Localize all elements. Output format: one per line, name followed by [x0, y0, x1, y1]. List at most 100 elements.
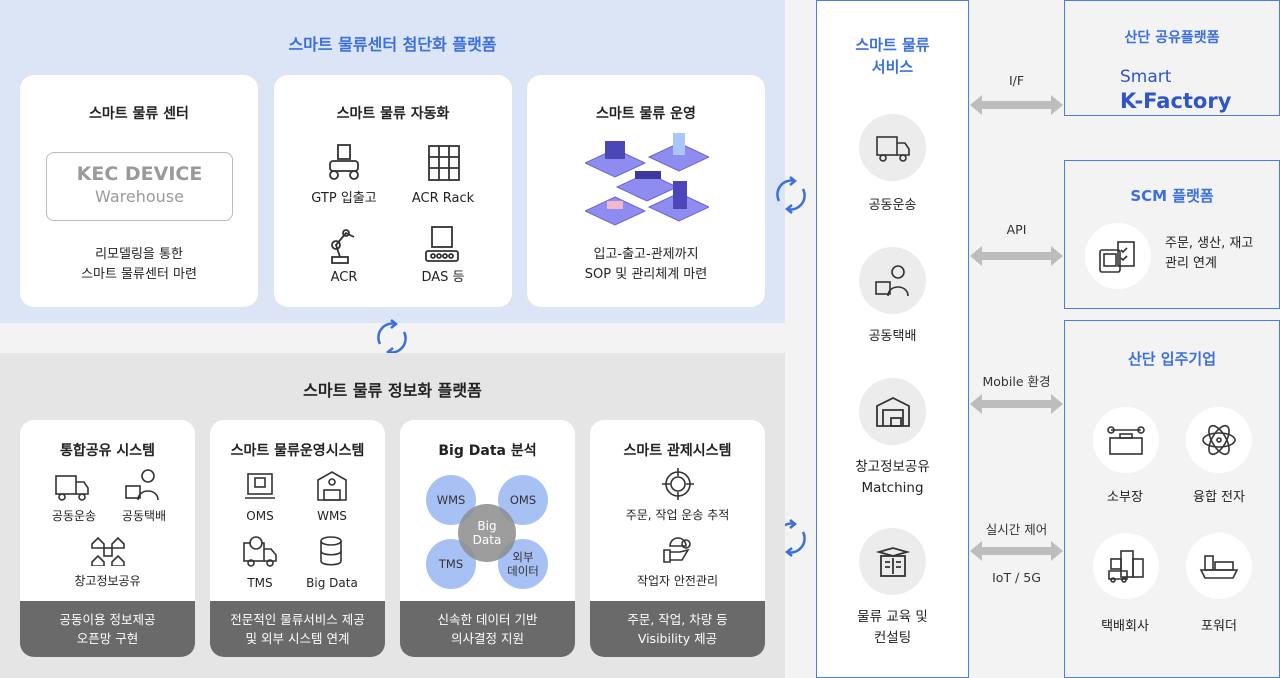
joint-transport-circle: [859, 114, 926, 181]
service-label: 공동택배: [868, 329, 917, 344]
tenant-circle: [1186, 533, 1252, 599]
panel-title: 스마트 물류센터 첨단화 플랫폼: [288, 35, 497, 54]
courier-icon: [874, 264, 909, 296]
warehouse-gear-icon: [317, 471, 347, 501]
sync-cycle-icon: [776, 176, 806, 214]
tenant-label: 포워더: [1201, 619, 1237, 634]
card-title: 통합공유 시스템: [59, 443, 156, 459]
atom-icon: [1202, 424, 1236, 456]
truck-icon: [875, 135, 910, 162]
item-gtp: GTP 입출고: [311, 191, 377, 206]
warehouse-sharing-circle: [859, 378, 926, 445]
target-tracking-icon: [662, 468, 694, 500]
card-smart-control-system: 스마트 관제시스템 주문, 작업 운송 추적 작업자 안전관리 주문, 작업, …: [590, 420, 765, 657]
gtp-robot-icon: [329, 144, 359, 180]
truck-icon: [55, 475, 89, 501]
robot-arm-icon: [331, 229, 355, 264]
item-label: 주문, 작업 운송 추적: [625, 508, 730, 522]
box-title: SCM 플랫폼: [1130, 187, 1214, 205]
realtime-control-label: 실시간 제어: [985, 522, 1048, 537]
scm-circle: [1085, 223, 1151, 289]
toolbox-wrench-icon: [1107, 426, 1145, 455]
warehouse-icon: [875, 396, 910, 427]
item-acr: ACR: [330, 270, 358, 285]
item-label: Big Data: [306, 576, 358, 590]
item-label: 공동운송: [51, 509, 97, 523]
worker-safety-icon: [663, 537, 691, 563]
item-label: 작업자 안전관리: [636, 574, 719, 588]
card-title: 스마트 관제시스템: [623, 443, 732, 459]
tenant-label: 융합 전자: [1193, 490, 1245, 505]
item-label: 공동택배: [121, 509, 167, 523]
tenant-label: 택배회사: [1101, 619, 1149, 634]
joint-parcel-circle: [859, 247, 926, 314]
iot-5g-label: IoT / 5G: [992, 570, 1041, 585]
bidirectional-arrow-icon: [970, 541, 1063, 561]
service-label: 공동운송: [868, 198, 917, 213]
smart-logistics-center-platform: 스마트 물류센터 첨단화 플랫폼 스마트 물류 센터 KEC DEVICE Wa…: [0, 0, 785, 323]
bidirectional-arrow-icon: [970, 95, 1063, 115]
card-big-data-analysis: Big Data 분석 WMS OMS TMS 외부 데이터 Big Data …: [400, 420, 575, 657]
education-consulting-circle: [859, 528, 926, 595]
clipboard-tablet-icon: [1099, 241, 1135, 273]
item-acr-rack: ACR Rack: [411, 191, 475, 206]
sync-cycle-icon: [377, 319, 407, 357]
acr-rack-icon: [428, 145, 460, 181]
tenant-circle: [1093, 533, 1159, 599]
panel-title: 스마트 물류 정보화 플랫폼: [303, 381, 482, 400]
card-title: 스마트 물류운영시스템: [230, 443, 365, 459]
card-smart-logistics-automation: 스마트 물류 자동화 GTP 입출고 ACR Rack ACR DAS 등: [274, 75, 512, 307]
cargo-ship-icon: [1199, 555, 1239, 579]
building-truck-icon: [1108, 550, 1144, 583]
smart-k-factory-logo: Smart K-Factory: [1120, 67, 1232, 113]
tenant-circle: [1093, 407, 1159, 473]
item-das: DAS 등: [421, 270, 465, 285]
warehouse-network-icon: [91, 536, 125, 566]
tenant-label: 소부장: [1107, 490, 1143, 505]
box-title: 산단 공유플랫폼: [1124, 30, 1220, 46]
smart-logistics-info-platform: 스마트 물류 정보화 플랫폼 통합공유 시스템 공동운송 공동택배 창고정보공유…: [0, 353, 785, 678]
bidirectional-arrow-icon: [970, 246, 1063, 266]
api-label: API: [1006, 222, 1027, 237]
item-label: TMS: [247, 576, 273, 590]
card-title: 스마트 물류 센터: [89, 106, 189, 122]
bubble-big-data: Big Data: [458, 504, 516, 562]
complex-tenant-companies: 산단 입주기업 소부장 융합 전자 택배회사 포워더: [1064, 320, 1280, 678]
courier-icon: [125, 469, 159, 501]
item-label: 창고정보공유: [74, 574, 141, 588]
card-title: Big Data 분석: [438, 443, 537, 459]
card-title: 스마트 물류 자동화: [336, 106, 450, 122]
box-title: 산단 입주기업: [1127, 350, 1217, 368]
item-label: WMS: [317, 509, 347, 523]
industrial-complex-shared-platform: 산단 공유플랫폼 Smart K-Factory: [1064, 0, 1280, 116]
mobile-label: Mobile 환경: [982, 374, 1051, 389]
tenant-circle: [1186, 407, 1252, 473]
item-label: OMS: [246, 509, 274, 523]
das-conveyor-icon: [425, 226, 459, 262]
box-book-icon: [875, 546, 910, 577]
delivery-truck-check-icon: [243, 536, 277, 567]
card-smart-logistics-operation-system: 스마트 물류운영시스템 OMS WMS TMS Big Data 전문적인 물류…: [210, 420, 385, 657]
database-icon: [320, 536, 342, 566]
bidirectional-arrow-icon: [970, 394, 1063, 414]
kec-warehouse-logo: KEC DEVICE Warehouse: [46, 152, 233, 221]
if-label: I/F: [1008, 73, 1025, 88]
laptop-box-icon: [245, 473, 275, 499]
card-title: 스마트 물류 운영: [596, 106, 696, 122]
isometric-operations-illustration: [585, 133, 709, 226]
